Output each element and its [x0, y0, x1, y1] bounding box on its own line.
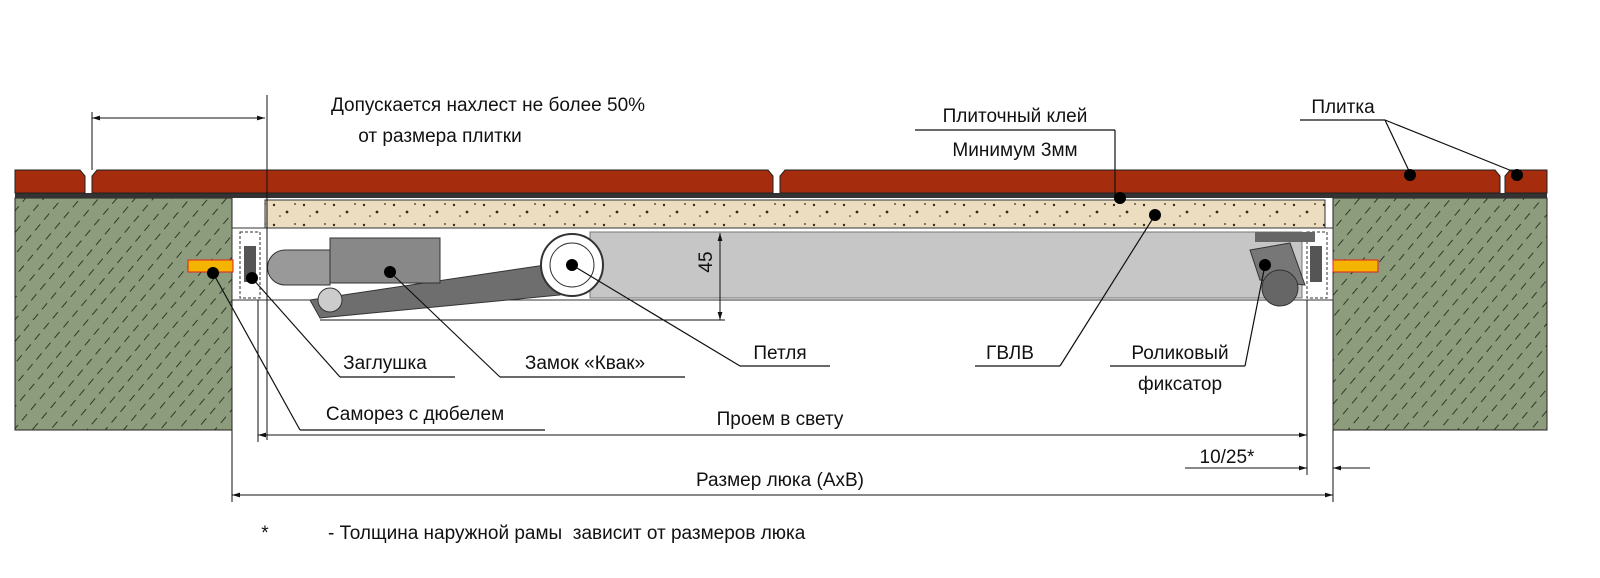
- dimension-lines: [91, 95, 1370, 502]
- roller-latch: [1249, 232, 1315, 307]
- roller-label-line1: Роликовый: [1131, 343, 1228, 364]
- screw-right: [1332, 259, 1379, 273]
- right-wall: [1332, 197, 1548, 431]
- footnote-text: - Толщина наружной рамы зависит от разме…: [328, 523, 806, 544]
- hatch-frame: [231, 227, 1334, 301]
- left-wall: [14, 197, 233, 431]
- overlap-label-line2: от размера плитки: [358, 126, 521, 147]
- clear-opening-label: Проем в свету: [717, 409, 844, 430]
- height-dimension-label: 45: [696, 251, 717, 272]
- lock-mechanism: [267, 237, 561, 319]
- footnote-mark: *: [261, 523, 269, 544]
- lock-label: Замок «Квак»: [525, 353, 645, 374]
- leader-lines: [212, 119, 1518, 431]
- leader-dots: [207, 169, 1523, 284]
- tile-adhesive: [264, 199, 1326, 229]
- hatch-size-label: Размер люка (АхВ): [696, 470, 864, 491]
- screw-label: Саморез с дюбелем: [326, 404, 504, 425]
- roller-label-line2: фиксатор: [1138, 374, 1222, 395]
- hinge-label: Петля: [753, 343, 806, 364]
- tile-label: Плитка: [1311, 97, 1375, 118]
- overlap-label-line1: Допускается нахлест не более 50%: [331, 95, 645, 116]
- gvlv-label: ГВЛВ: [986, 343, 1034, 364]
- adhesive-label-line2: Минимум 3мм: [952, 140, 1077, 161]
- tiles: [14, 169, 1548, 198]
- plug-label: Заглушка: [343, 353, 427, 374]
- adhesive-label-line1: Плиточный клей: [943, 106, 1088, 127]
- frame-thickness-label: 10/25*: [1200, 447, 1256, 468]
